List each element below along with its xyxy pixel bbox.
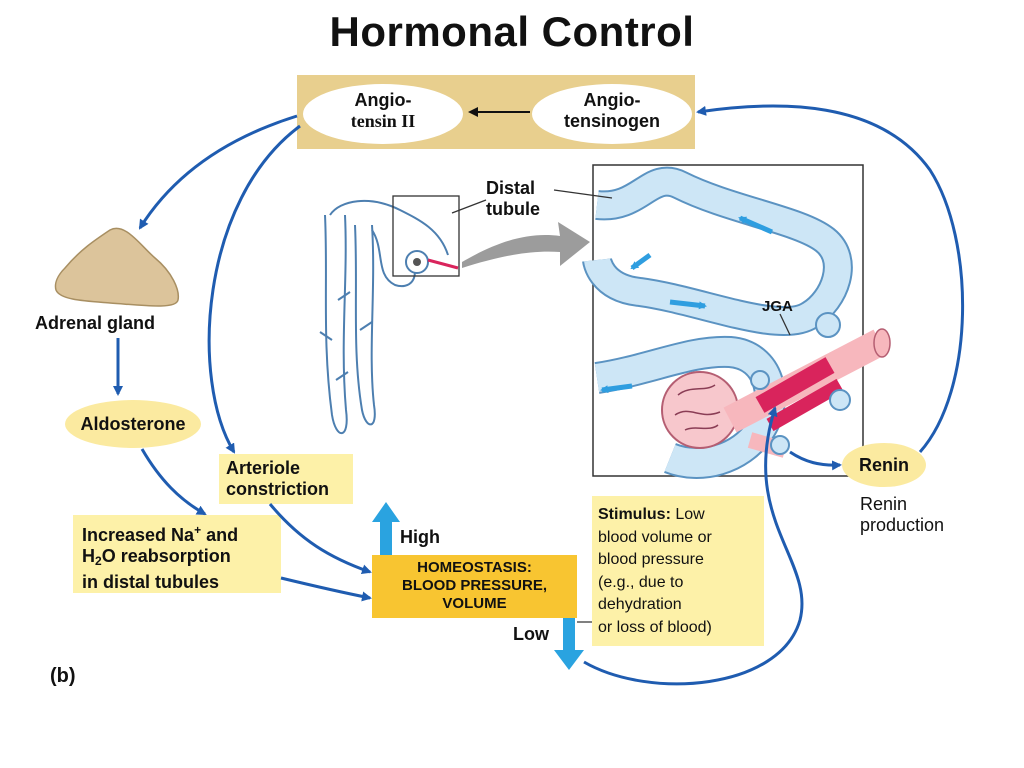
arrow-reabsorption-to-homeostasis: [280, 576, 372, 602]
reabsorption-box: [73, 515, 281, 593]
arrow-arteriole-to-homeostasis: [268, 503, 372, 575]
arrow-angiotensin-to-adrenal: [138, 114, 298, 230]
distal-tubule-label: Distal tubule: [486, 178, 540, 220]
homeostasis-line2: BLOOD PRESSURE,: [401, 577, 548, 594]
distal-tubule-pointer: [553, 189, 613, 199]
high-arrow: [372, 502, 400, 555]
high-label: High: [400, 527, 440, 547]
nephron-illustration: [319, 199, 449, 435]
angiotensin-ii-label: Angio- tensin II: [323, 90, 443, 132]
arteriole-box: [219, 454, 353, 504]
arrow-angiotensin-to-arteriole: [207, 124, 301, 454]
stimulus-box: [592, 496, 764, 646]
angiotensin-ii-line2: tensin II: [350, 111, 416, 131]
jga-label: JGA: [762, 298, 793, 315]
zoom-box: [392, 195, 460, 277]
renin-production-label: Renin production: [860, 494, 944, 536]
stimulus-label: Stimulus: Low blood volume or blood pres…: [598, 504, 712, 639]
stimulus-line6: or loss of blood): [598, 618, 712, 636]
arrow-jga-to-renin: [789, 450, 842, 471]
page-title: Hormonal Control: [329, 8, 695, 55]
jga-cells: [750, 312, 851, 455]
reabsorption-water: O reabsorption: [101, 546, 231, 566]
stimulus-line5: dehydration: [598, 596, 682, 613]
panel-label: (b): [50, 665, 76, 687]
renin-production-line2: production: [860, 515, 945, 535]
reabsorption-h-subscript: 2: [95, 554, 102, 568]
angiotensinogen-line2: tensinogen: [563, 111, 660, 131]
arteriole-label: Arteriole constriction: [226, 458, 329, 500]
stimulus-low: Low: [670, 506, 705, 523]
arrow-aldosterone-to-reabsorption: [140, 448, 207, 516]
reabsorption-line1: Increased Na+ and: [82, 520, 238, 546]
renin-label: Renin: [858, 455, 909, 475]
distal-tubule-line2: tubule: [486, 199, 540, 219]
reabsorption-line2: H2O reabsorption: [82, 546, 238, 572]
distal-tubule-pointer-2: [451, 199, 487, 214]
homeostasis-box: [372, 555, 577, 618]
arrow-renin-to-angiotensinogen: [696, 104, 964, 453]
arteriole-line1: Arteriole: [226, 458, 301, 478]
glomerulus-detail: [661, 371, 739, 449]
renin-production-line1: Renin: [860, 494, 908, 514]
stimulus-heading: Stimulus:: [598, 506, 671, 523]
jga-pointer: [779, 313, 791, 336]
distal-tubule-line1: Distal: [486, 178, 536, 198]
pathway-arrows: [113, 104, 964, 686]
flow-arrow-2: [669, 299, 707, 310]
angiotensinogen-ellipse: [532, 84, 692, 144]
arteriole-line2: constriction: [226, 479, 330, 499]
zoom-arrow: [462, 222, 590, 268]
homeostasis-line1: HOMEOSTASIS:: [417, 559, 532, 576]
stimulus-line1: Stimulus: Low: [598, 504, 712, 527]
low-label: Low: [513, 624, 549, 644]
reabsorption-h: H: [82, 546, 95, 566]
angiotensin-ii-line1: Angio-: [354, 90, 412, 110]
homeostasis-line3: VOLUME: [442, 595, 507, 612]
reabsorption-line3: in distal tubules: [82, 572, 220, 592]
flow-arrow-4: [600, 383, 633, 394]
reabsorption-label: Increased Na+ and H2O reabsorption in di…: [82, 520, 238, 593]
reabsorption-na-charge: +: [194, 523, 202, 537]
stimulus-line4: (e.g., due to: [598, 573, 684, 591]
adrenal-gland-shape: [54, 227, 180, 307]
flow-arrow-1: [630, 252, 652, 271]
arrow-low-to-jga: [583, 406, 804, 686]
glomerulus-thumb-core: [413, 258, 421, 266]
flow-arrow-3: [738, 215, 774, 235]
angiotensinogen-label: Angio- tensinogen: [542, 90, 682, 132]
aldosterone-label: Aldosterone: [80, 414, 186, 434]
reabsorption-and: and: [201, 525, 239, 545]
adrenal-gland-label: Adrenal gland: [35, 313, 156, 333]
stimulus-line2: blood volume or: [598, 528, 712, 546]
renin-ellipse: [842, 443, 926, 487]
reabsorption-na: Increased Na: [82, 525, 195, 545]
stimulus-line3: blood pressure: [598, 551, 704, 568]
angiotensinogen-line1: Angio-: [583, 90, 641, 110]
low-arrow: [554, 618, 584, 670]
thumb-vessel: [427, 258, 459, 270]
aldosterone-ellipse: [65, 400, 201, 448]
homeostasis-label: HOMEOSTASIS: BLOOD PRESSURE, VOLUME: [372, 559, 577, 613]
angiotensin-ii-ellipse: [303, 84, 463, 144]
